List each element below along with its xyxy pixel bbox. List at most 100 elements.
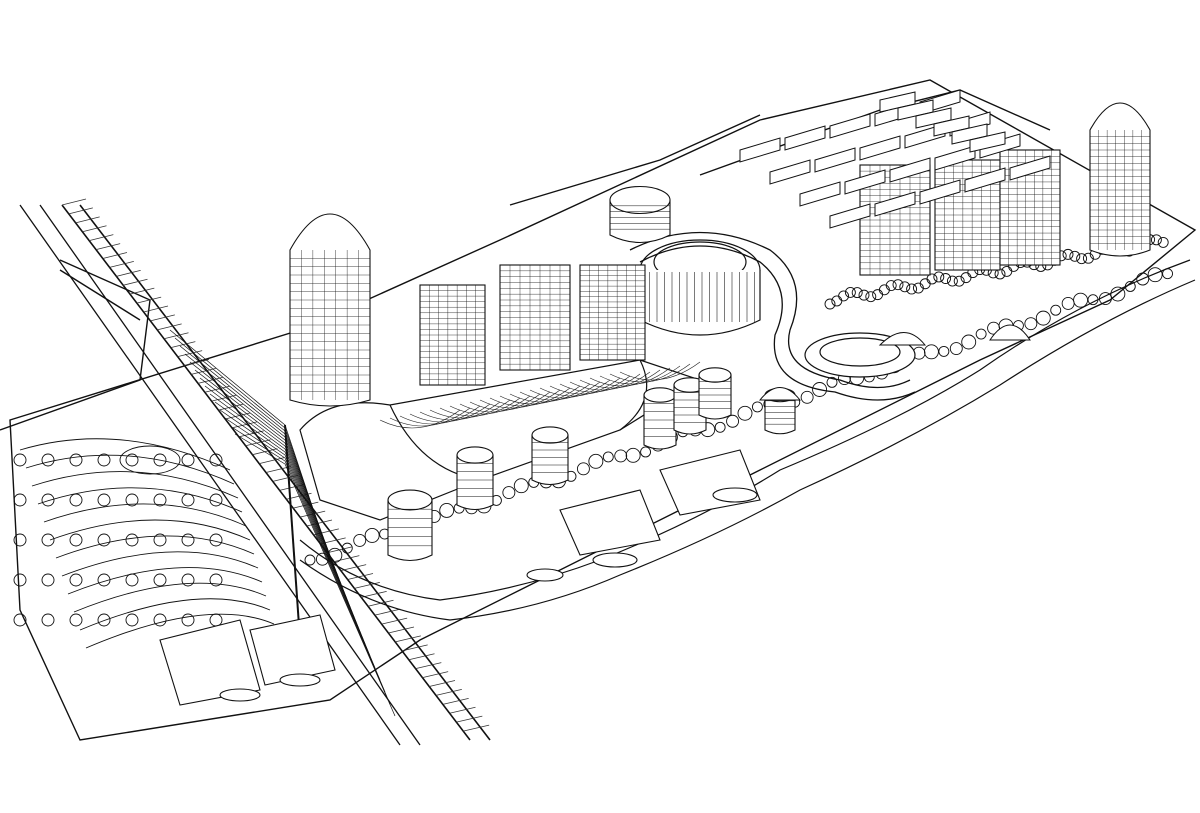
roof-wave (409, 403, 491, 423)
road-hatch-line (388, 626, 415, 634)
tower (1089, 102, 1151, 257)
tree (315, 552, 329, 566)
low-block (979, 133, 1021, 159)
road-hatch-line (272, 475, 298, 482)
cylinder-building (387, 489, 433, 562)
park-tree (153, 493, 167, 507)
park-contour (37, 487, 243, 513)
park-tree (209, 493, 223, 507)
park-tree (13, 613, 27, 627)
tree (892, 279, 904, 291)
cylinder-building (531, 426, 569, 486)
tree (949, 342, 963, 355)
park-tree (153, 613, 167, 627)
tower (579, 264, 646, 361)
cylinder-top (387, 489, 433, 511)
park-tree (13, 493, 27, 507)
road-hatch-line (442, 697, 469, 705)
tree (1136, 272, 1150, 286)
park-contour (25, 454, 235, 485)
roof-wave (389, 407, 471, 427)
park-tree (41, 613, 55, 627)
road-hatch-line (374, 608, 401, 616)
park-tree (181, 493, 195, 507)
road-hatch-line (163, 332, 189, 340)
tower-body (289, 213, 371, 407)
roof-wave (579, 369, 661, 389)
roof-wave (569, 371, 651, 391)
tower (499, 264, 571, 371)
tree (327, 547, 343, 563)
tree (602, 451, 614, 463)
road-hatch-line (429, 680, 456, 687)
tree (812, 382, 828, 397)
tree (1098, 292, 1112, 305)
road-hatch-line (150, 314, 175, 322)
tree (1110, 286, 1126, 302)
tree (726, 414, 740, 428)
park-tree (41, 493, 55, 507)
park-tree (69, 533, 83, 547)
tree (1147, 267, 1163, 283)
park-tree (97, 573, 111, 587)
cylinder-top (698, 367, 732, 383)
tree (824, 298, 836, 310)
piers (159, 449, 761, 706)
bridge-cable (229, 425, 286, 462)
park-tree (153, 533, 167, 547)
park-pavilion (119, 445, 181, 475)
tree (1062, 248, 1074, 260)
park-tree (209, 533, 223, 547)
tree (341, 542, 353, 554)
cylinder-building (456, 446, 494, 511)
road-hatch-line (102, 252, 128, 259)
road-hatch-line (89, 234, 114, 242)
road-hatch-line (197, 376, 223, 384)
tree (858, 289, 870, 301)
cylinder-body (531, 434, 569, 486)
roof-wave (489, 387, 571, 407)
highway-hatching (61, 198, 490, 732)
road-hatch-line (225, 412, 251, 420)
tree (851, 287, 863, 299)
low-block (769, 159, 811, 185)
road-hatch-line (82, 225, 107, 233)
low-block (739, 137, 781, 163)
tree (1082, 252, 1094, 264)
roof-wave (549, 375, 631, 395)
roof-wave (469, 391, 551, 411)
road-hatch-line (191, 368, 216, 375)
tree (844, 286, 856, 298)
cylinder-top (609, 185, 671, 215)
park-tree (41, 453, 55, 467)
tree (1061, 296, 1075, 310)
tree (826, 376, 838, 388)
tree (513, 478, 529, 494)
tree (800, 390, 814, 404)
tree (885, 280, 897, 292)
tower (419, 284, 486, 386)
road-hatch-line (327, 546, 353, 554)
road-hatch-line (422, 671, 449, 678)
road-hatch-line (395, 635, 421, 643)
park-tree (13, 533, 27, 547)
low-block (829, 113, 871, 139)
road-hatch-line (381, 617, 408, 625)
park-tree (181, 613, 195, 627)
road-hatch-line (129, 287, 155, 295)
low-block (1009, 155, 1051, 181)
tree (625, 447, 641, 463)
tree (502, 486, 516, 500)
park-tree (97, 493, 111, 507)
tree (576, 462, 590, 476)
tree (1035, 310, 1051, 326)
low-block (829, 203, 871, 229)
road-hatch-line (361, 590, 387, 598)
tree (1087, 294, 1099, 306)
low-blocks (739, 89, 1051, 229)
cylinder-top (456, 446, 494, 464)
tree (1157, 236, 1169, 248)
low-block (919, 179, 961, 205)
road-hatch-line (347, 573, 374, 580)
